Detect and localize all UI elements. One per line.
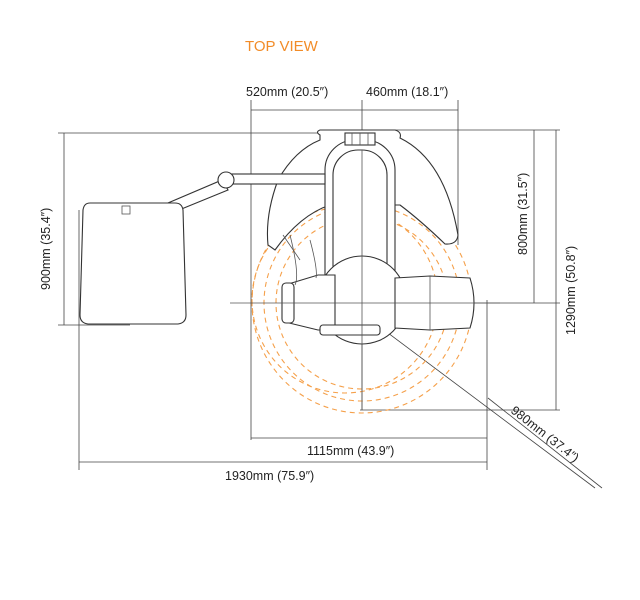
robot-base: [266, 129, 475, 345]
diagram-title: TOP VIEW: [245, 38, 319, 55]
dim-reach-980: 980mm (37.4″): [508, 403, 581, 465]
right-depth-dimensions: 800mm (31.5″) 1290mm (50.8″): [360, 129, 578, 411]
dim-depth-800: 800mm (31.5″): [516, 173, 530, 255]
dim-right-width: 460mm (18.1″): [366, 85, 448, 99]
bottom-width-dimensions: 1115mm (43.9″) 1930mm (75.9″): [78, 210, 488, 483]
dim-left-width: 520mm (20.5″): [246, 85, 328, 99]
dim-depth-900: 900mm (35.4″): [39, 208, 53, 290]
left-depth-dimension: 900mm (35.4″): [39, 132, 325, 326]
dim-width-1930: 1930mm (75.9″): [225, 469, 314, 483]
dim-width-1115: 1115mm (43.9″): [307, 444, 394, 458]
monitor-display: [79, 202, 187, 325]
dim-depth-1290: 1290mm (50.8″): [564, 246, 578, 335]
centerlines: [230, 150, 500, 410]
